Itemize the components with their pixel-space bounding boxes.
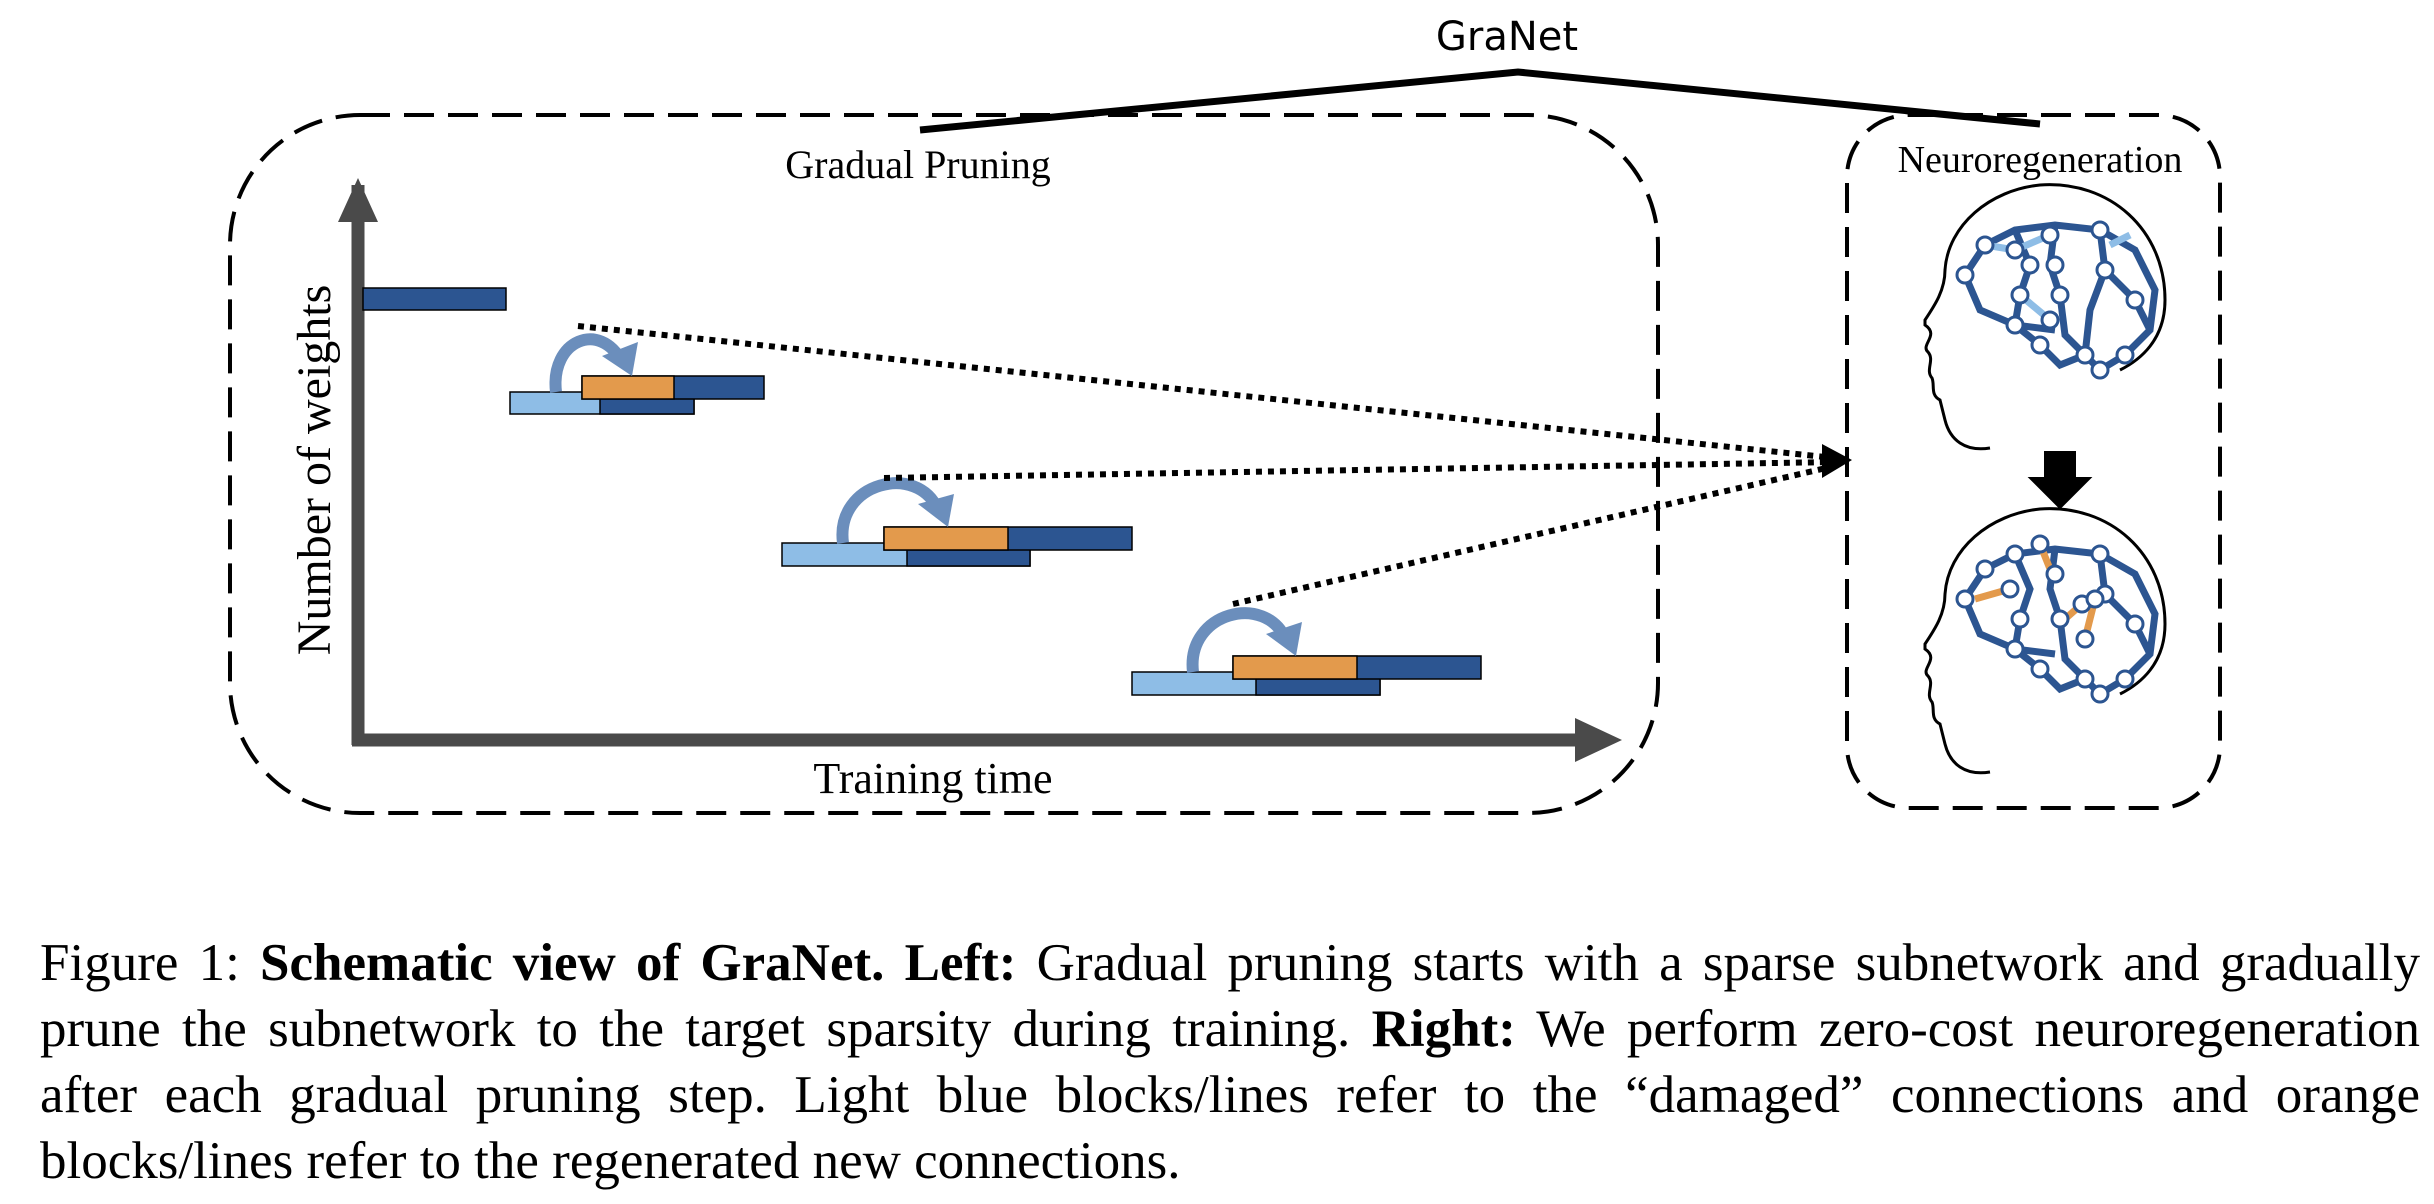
x-axis-label: Training time <box>813 754 1052 803</box>
neuroregeneration-panel <box>1845 113 2222 810</box>
gradual-pruning-label: Gradual Pruning <box>785 142 1051 187</box>
regrowth-arrowhead <box>1266 622 1302 656</box>
regrowth-arrowhead <box>602 342 638 376</box>
regrown-block <box>1232 655 1358 680</box>
caption-right-text: We perform zero-cost neuroregeneration a… <box>40 1000 2420 1190</box>
y-axis-arrowhead <box>338 178 378 222</box>
caption-right-label: Right: <box>1350 1000 1516 1058</box>
brain-damaged-illustration <box>1923 183 2167 451</box>
regrown-block <box>883 526 1009 551</box>
pruning-step-2 <box>781 477 1133 567</box>
figure-caption: Figure 1: Schematic view of GraNet. Left… <box>40 930 2420 1194</box>
figure-title: GraNet <box>1436 14 1578 60</box>
regrowth-curved-arrow <box>1186 607 1292 673</box>
caption-prefix: Figure 1: <box>40 934 261 992</box>
brain-regenerated-illustration <box>1923 507 2167 775</box>
regrowth-curved-arrow <box>549 333 628 393</box>
caption-left-text: Gradual pruning starts with a sparse sub… <box>40 934 2420 1058</box>
title-bracket-line <box>919 68 2041 134</box>
regrown-block <box>581 375 675 400</box>
pruning-step-1 <box>509 333 765 415</box>
dotted-connector-arrowhead <box>1822 444 1852 478</box>
regrowth-arrowhead <box>918 494 954 527</box>
dotted-connector-lines <box>577 323 1836 607</box>
head-silhouette <box>1923 507 2167 775</box>
head-silhouette <box>1923 183 2167 451</box>
caption-bold-title: Schematic view of GraNet. <box>260 934 885 992</box>
pruning-step-3 <box>1131 607 1482 696</box>
gradual-pruning-panel <box>228 113 1660 815</box>
granet-schematic-figure: GraNet Gradual Pruning Number of weights… <box>228 14 2222 815</box>
initial-sparse-block <box>362 287 507 311</box>
regrowth-curved-arrow <box>836 477 944 544</box>
x-axis-arrowhead <box>1575 718 1622 762</box>
down-arrow-icon <box>2027 451 2093 510</box>
neuroregeneration-label: Neuroregeneration <box>1898 139 2183 181</box>
y-axis-label: Number of weights <box>288 285 341 656</box>
caption-left-label: Left: <box>884 934 1017 992</box>
